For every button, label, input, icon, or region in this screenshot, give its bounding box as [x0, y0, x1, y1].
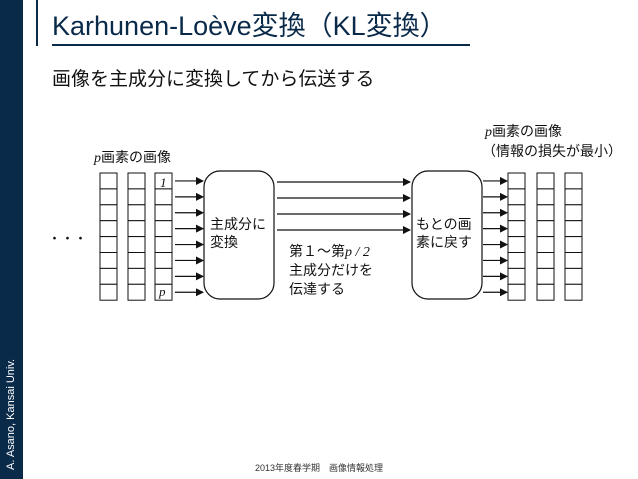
pixel-cell [536, 252, 555, 269]
right-label-note: （情報の損失が最小） [482, 143, 622, 159]
left-label-var: p [93, 151, 101, 166]
pixel-cell [536, 220, 555, 238]
left-image-label: p画素の画像 [93, 149, 171, 166]
slide-title: Karhunen-Loève変換（KL変換） [52, 11, 447, 41]
transform-box [203, 170, 275, 300]
transform-box-line2: 変換 [210, 234, 238, 250]
pixel-cell [564, 220, 583, 238]
pixel-cell [507, 172, 526, 190]
pixel-cell [507, 220, 526, 238]
pixel-cell [99, 283, 118, 301]
pixel-cell [154, 220, 173, 238]
pixel-cell [154, 252, 173, 269]
ellipsis: ・・・ [48, 231, 87, 246]
pixel-cell [99, 267, 118, 285]
pixel-cell [536, 172, 555, 190]
transform-box-line1: 主成分に [210, 216, 266, 232]
pixel-cell [536, 267, 555, 285]
pixel-cell [564, 172, 583, 190]
restore-box-line2: 素に戻す [416, 234, 472, 250]
pixel-cell [127, 204, 146, 222]
middle-label-prefix: 第１〜第 [289, 243, 345, 259]
pixel-cell [564, 283, 583, 301]
pixel-cell [154, 267, 173, 285]
title-divider [36, 0, 38, 46]
pixel-cell [154, 236, 173, 254]
middle-label-line1: 第１〜第p / 2 [289, 243, 370, 260]
pixel-cell [127, 236, 146, 254]
pixel-cell [99, 252, 118, 269]
pixel-cell [99, 204, 118, 222]
sidebar: A. Asano, Kansai Univ. [0, 0, 23, 479]
middle-label-var: p / 2 [344, 245, 370, 260]
right-label-var: p [484, 125, 492, 140]
pixel-cell [536, 188, 555, 206]
pixel-cell [99, 220, 118, 238]
pixel-cell [536, 283, 555, 301]
title-underline [52, 44, 470, 46]
pixel-cell [127, 220, 146, 238]
pixel-cell [564, 204, 583, 222]
pixel-cell [99, 236, 118, 254]
pixel-cell [99, 188, 118, 206]
pixel-cell [99, 172, 118, 190]
pixel-cell [564, 267, 583, 285]
pixel-cell [154, 204, 173, 222]
middle-label-line3: 伝達する [289, 281, 345, 297]
pixel-cell [127, 188, 146, 206]
pixel-cell [536, 236, 555, 254]
pixel-cell [564, 252, 583, 269]
pixel-cell [507, 204, 526, 222]
pixel-cell [536, 204, 555, 222]
pixel-cell [507, 283, 526, 301]
pixel-cell [127, 172, 146, 190]
index-last: p [158, 284, 166, 299]
pixel-cell [507, 188, 526, 206]
input-arrows [175, 176, 204, 297]
restore-box [411, 170, 483, 300]
left-label-text: 画素の画像 [101, 149, 171, 165]
pixel-cell [154, 283, 173, 301]
pixel-cell [507, 252, 526, 269]
footer: 2013年度春学期 画像情報処理 [254, 463, 384, 473]
pixel-cell [154, 188, 173, 206]
pixel-cell [507, 236, 526, 254]
middle-label-line2: 主成分だけを [289, 262, 373, 278]
pixel-cell [127, 267, 146, 285]
pixel-cell [564, 188, 583, 206]
output-arrows [483, 176, 508, 297]
right-label-text: 画素の画像 [492, 123, 562, 139]
right-pixel-columns [507, 172, 583, 301]
slide-subtitle: 画像を主成分に変換してから伝送する [52, 69, 375, 90]
index-first: 1 [160, 175, 167, 190]
restore-box-line1: もとの画 [416, 216, 472, 232]
pixel-cell [127, 283, 146, 301]
pixel-cell [507, 267, 526, 285]
transmission-arrows [277, 178, 411, 234]
pixel-cell [127, 252, 146, 269]
right-image-label: p画素の画像 [484, 123, 562, 140]
pixel-cell [564, 236, 583, 254]
left-pixel-columns [99, 172, 173, 301]
